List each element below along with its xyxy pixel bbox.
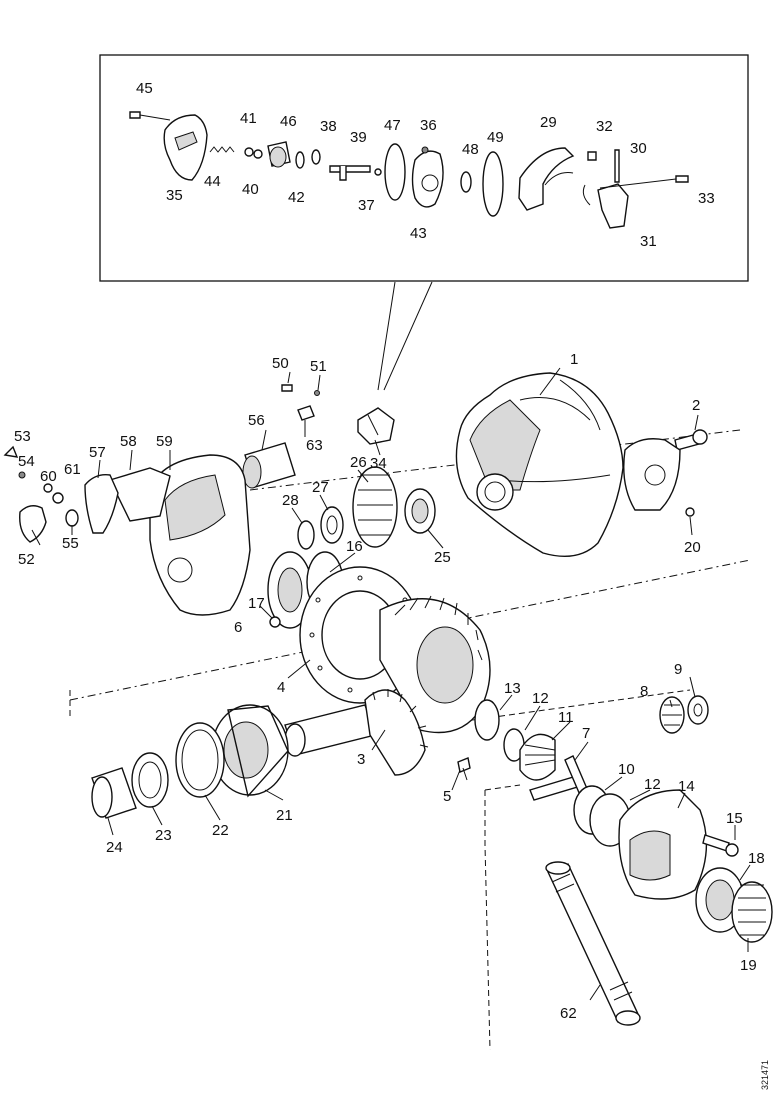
inset-parts xyxy=(129,111,689,229)
callout-47: 47 xyxy=(384,117,401,134)
callout-24: 24 xyxy=(106,839,123,856)
callout-38: 38 xyxy=(320,118,337,135)
callout-23: 23 xyxy=(155,827,172,844)
callout-36: 36 xyxy=(420,117,437,134)
callout-4: 4 xyxy=(277,679,285,696)
callout-42: 42 xyxy=(288,189,305,206)
callout-40: 40 xyxy=(242,181,259,198)
callout-29: 29 xyxy=(540,114,557,131)
main-parts xyxy=(3,372,773,1026)
callout-18: 18 xyxy=(748,850,765,867)
callout-labels: 1 2 3 4 5 6 7 8 9 10 11 12 12 13 14 15 1… xyxy=(14,80,765,1022)
callout-20: 20 xyxy=(684,539,701,556)
callout-45: 45 xyxy=(136,80,153,97)
callout-51: 51 xyxy=(310,358,327,375)
callout-12b: 12 xyxy=(644,776,661,793)
callout-28: 28 xyxy=(282,492,299,509)
callout-59: 59 xyxy=(156,433,173,450)
callout-2: 2 xyxy=(692,397,700,414)
callout-15: 15 xyxy=(726,810,743,827)
callout-13: 13 xyxy=(504,680,521,697)
callout-22: 22 xyxy=(212,822,229,839)
callout-10: 10 xyxy=(618,761,635,778)
callout-16: 16 xyxy=(346,538,363,555)
callout-52: 52 xyxy=(18,551,35,568)
callout-63: 63 xyxy=(306,437,323,454)
callout-5: 5 xyxy=(443,788,451,805)
callout-25: 25 xyxy=(434,549,451,566)
callout-6: 6 xyxy=(234,619,242,636)
callout-1: 1 xyxy=(570,351,578,368)
callout-31: 31 xyxy=(640,233,657,250)
callout-53: 53 xyxy=(14,428,31,445)
reference-code: 321471 xyxy=(760,1060,770,1090)
callout-30: 30 xyxy=(630,140,647,157)
callout-37: 37 xyxy=(358,197,375,214)
callout-17: 17 xyxy=(248,595,265,612)
frame-bracket xyxy=(69,690,521,1051)
callout-9: 9 xyxy=(674,661,682,678)
callout-56: 56 xyxy=(248,412,265,429)
callout-26: 26 xyxy=(350,454,367,471)
callout-44: 44 xyxy=(204,173,221,190)
callout-41: 41 xyxy=(240,110,257,127)
callout-35: 35 xyxy=(166,187,183,204)
callout-57: 57 xyxy=(89,444,106,461)
callout-50: 50 xyxy=(272,355,289,372)
callout-58: 58 xyxy=(120,433,137,450)
callout-19: 19 xyxy=(740,957,757,974)
axis-line-diff xyxy=(399,689,691,731)
callout-54: 54 xyxy=(18,453,35,470)
callout-27: 27 xyxy=(312,479,329,496)
inset-pointer-lines xyxy=(377,281,433,391)
callout-7: 7 xyxy=(582,725,590,742)
callout-39: 39 xyxy=(350,129,367,146)
callout-34: 34 xyxy=(370,455,387,472)
leader-lines xyxy=(31,367,751,1001)
callout-8: 8 xyxy=(640,683,648,700)
callout-33: 33 xyxy=(698,190,715,207)
callout-11: 11 xyxy=(558,709,574,726)
callout-14: 14 xyxy=(678,778,695,795)
callout-55: 55 xyxy=(62,535,79,552)
callout-61: 61 xyxy=(64,461,81,478)
callout-48: 48 xyxy=(462,141,479,158)
callout-12a: 12 xyxy=(532,690,549,707)
callout-49: 49 xyxy=(487,129,504,146)
callout-32: 32 xyxy=(596,118,613,135)
callout-60: 60 xyxy=(40,468,57,485)
callout-21: 21 xyxy=(276,807,293,824)
callout-43: 43 xyxy=(410,225,427,242)
callout-62: 62 xyxy=(560,1005,577,1022)
callout-3: 3 xyxy=(357,751,365,768)
callout-46: 46 xyxy=(280,113,297,130)
